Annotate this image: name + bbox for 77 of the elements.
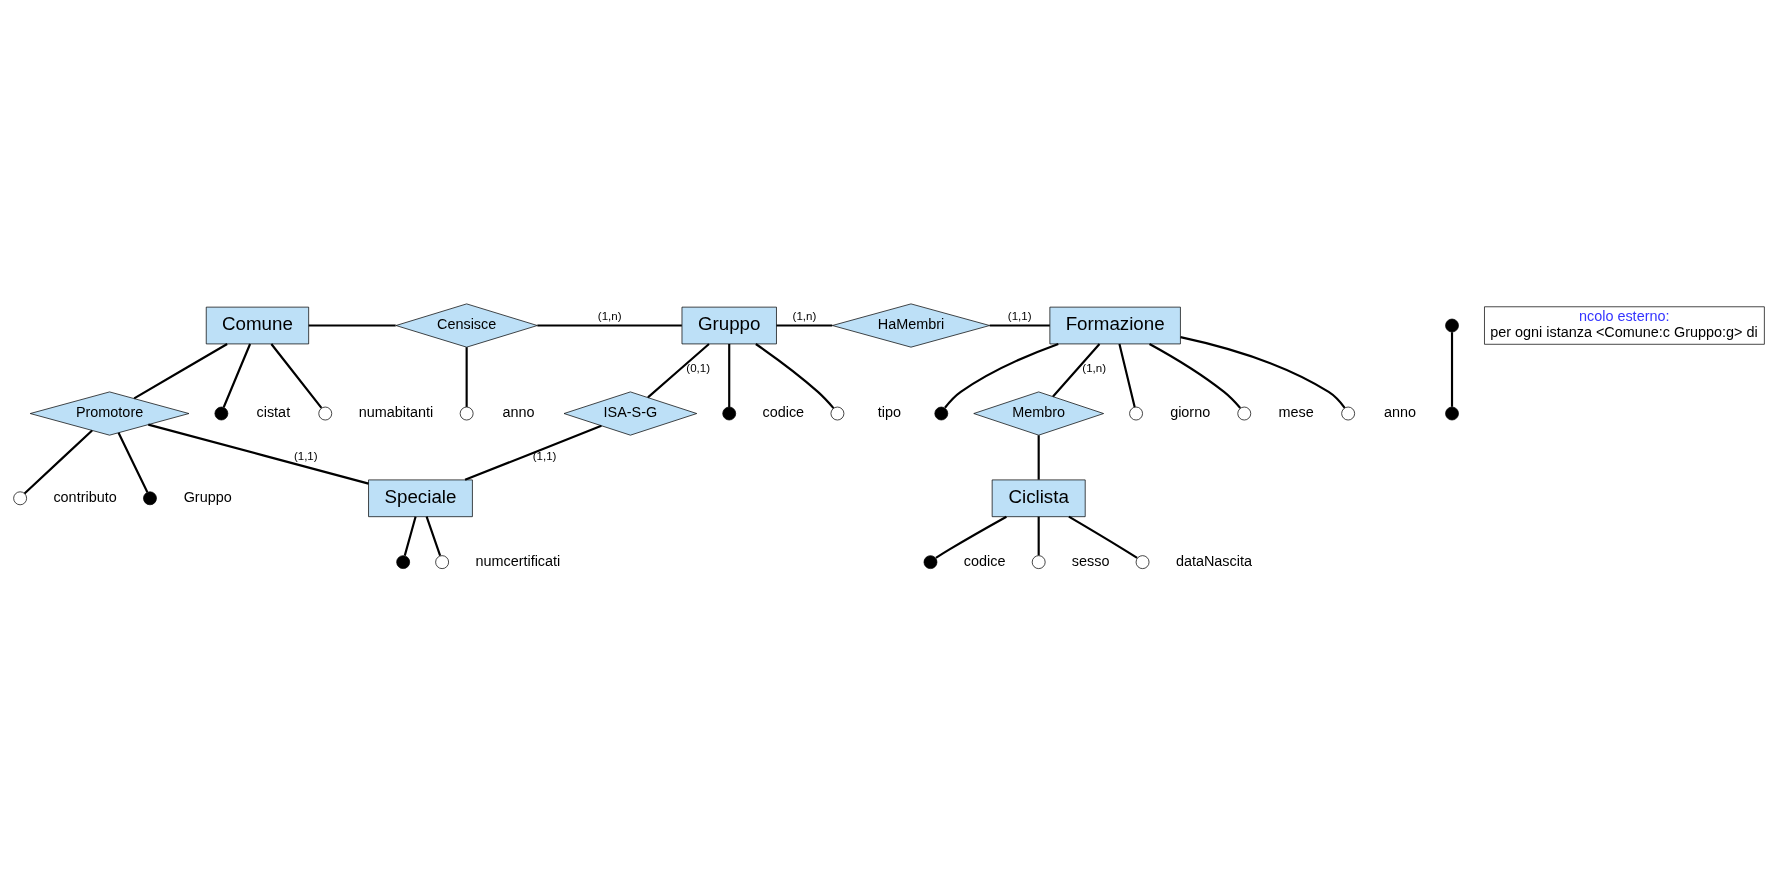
node-circle bbox=[459, 406, 474, 421]
connector bbox=[1180, 336, 1346, 409]
node-label: cistat bbox=[256, 404, 291, 421]
node-box: Speciale bbox=[368, 479, 473, 518]
connector bbox=[935, 515, 1007, 559]
node-dot bbox=[934, 406, 949, 421]
node-label: codice bbox=[963, 552, 1006, 569]
connector bbox=[1068, 515, 1138, 559]
connector bbox=[465, 347, 468, 407]
connector bbox=[755, 343, 835, 409]
connector bbox=[148, 423, 369, 485]
node-dot bbox=[923, 555, 938, 569]
node-label: numabitanti bbox=[358, 404, 434, 421]
connector bbox=[222, 343, 252, 408]
node-circle bbox=[13, 491, 27, 506]
connector bbox=[117, 432, 149, 493]
node-box: ncolo esterno: per ogni istanza <Comune:c Gruppo:g> di bbox=[1484, 306, 1765, 345]
node-label: dataNascita bbox=[1175, 552, 1253, 569]
node-box: Comune bbox=[205, 306, 310, 345]
connector bbox=[776, 324, 833, 327]
connector bbox=[1052, 343, 1101, 398]
node-circle bbox=[1341, 406, 1355, 421]
connector bbox=[1037, 516, 1040, 556]
node-dot bbox=[1445, 406, 1459, 421]
node-diamond: HaMembri bbox=[832, 303, 990, 348]
connector bbox=[1149, 343, 1242, 409]
edge-label: (1,1) bbox=[532, 450, 557, 463]
connector bbox=[270, 343, 323, 409]
node-label: anno bbox=[502, 404, 535, 421]
edge-label: (1,n) bbox=[792, 309, 817, 322]
node-circle bbox=[830, 406, 845, 421]
connector bbox=[308, 324, 396, 327]
node-circle bbox=[1237, 406, 1252, 421]
edge-label: (1,n) bbox=[1082, 362, 1107, 375]
connector bbox=[1450, 332, 1454, 407]
node-circle bbox=[1031, 555, 1046, 569]
node-dot bbox=[1445, 318, 1459, 333]
node-label: tipo bbox=[877, 404, 901, 421]
node-box: Formazione bbox=[1049, 306, 1181, 345]
node-dot bbox=[214, 406, 229, 421]
connector bbox=[403, 516, 417, 556]
node-dot bbox=[396, 555, 411, 569]
node-label: contributo bbox=[53, 488, 117, 505]
connector bbox=[944, 342, 1059, 409]
connector bbox=[464, 424, 602, 481]
node-dot bbox=[143, 491, 157, 506]
node-label: codice bbox=[762, 404, 805, 421]
node-circle bbox=[1129, 406, 1143, 421]
node-diamond: Membro bbox=[973, 391, 1104, 436]
node-label: anno bbox=[1384, 404, 1417, 421]
connector bbox=[728, 343, 731, 407]
node-box: Gruppo bbox=[681, 306, 777, 345]
node-label: numcertificati bbox=[475, 552, 561, 569]
connector bbox=[989, 324, 1050, 327]
edge-label: (1,1) bbox=[1007, 309, 1032, 322]
connector bbox=[425, 516, 442, 556]
edge-label: (1,n) bbox=[597, 309, 622, 322]
connector bbox=[1037, 435, 1040, 480]
node-label: mese bbox=[1278, 404, 1314, 421]
node-label: Gruppo bbox=[183, 488, 232, 505]
node-label: giorno bbox=[1170, 404, 1211, 421]
node-box: Ciclista bbox=[991, 479, 1086, 518]
connector bbox=[1118, 343, 1136, 408]
node-circle bbox=[318, 406, 333, 421]
node-diamond: ISA-S-G bbox=[563, 391, 698, 436]
edge-label: (0,1) bbox=[686, 362, 711, 375]
node-diamond: Censisce bbox=[395, 303, 538, 348]
connector bbox=[647, 343, 710, 399]
node-label: sesso bbox=[1071, 552, 1110, 569]
node-circle bbox=[435, 555, 449, 569]
connector bbox=[537, 324, 682, 327]
node-dot bbox=[722, 406, 737, 421]
connector bbox=[133, 343, 228, 400]
node-diamond: Promotore bbox=[29, 391, 190, 436]
node-circle bbox=[1135, 555, 1150, 569]
connector bbox=[23, 429, 93, 495]
edge-label: (1,1) bbox=[293, 450, 318, 463]
